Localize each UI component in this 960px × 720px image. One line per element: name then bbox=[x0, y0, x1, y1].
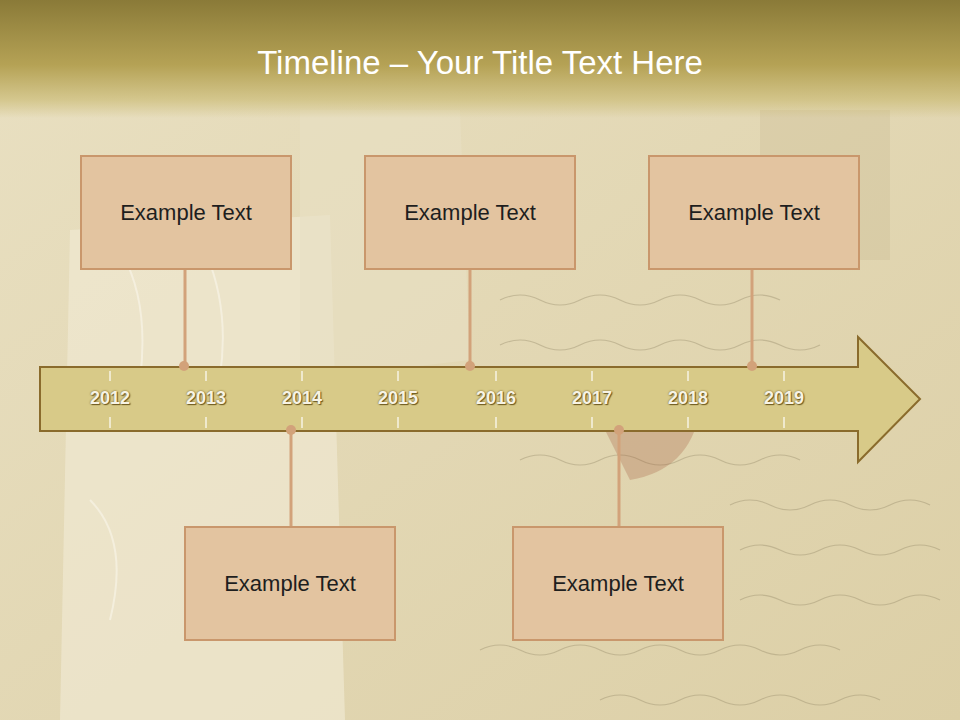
event-text: Example Text bbox=[552, 571, 684, 597]
year-label: 2016 bbox=[476, 388, 516, 409]
event-text: Example Text bbox=[688, 200, 820, 226]
event-box: Example Text bbox=[512, 526, 724, 641]
year-label: 2017 bbox=[572, 388, 612, 409]
year-label: 2013 bbox=[186, 388, 226, 409]
event-text: Example Text bbox=[224, 571, 356, 597]
event-text: Example Text bbox=[120, 200, 252, 226]
year-label: 2019 bbox=[764, 388, 804, 409]
slide-title: Timeline – Your Title Text Here bbox=[0, 44, 960, 82]
year-label: 2015 bbox=[378, 388, 418, 409]
year-label: 2018 bbox=[668, 388, 708, 409]
event-box: Example Text bbox=[80, 155, 292, 270]
year-label: 2012 bbox=[90, 388, 130, 409]
event-box: Example Text bbox=[364, 155, 576, 270]
event-text: Example Text bbox=[404, 200, 536, 226]
year-label: 2014 bbox=[282, 388, 322, 409]
event-box: Example Text bbox=[184, 526, 396, 641]
event-box: Example Text bbox=[648, 155, 860, 270]
